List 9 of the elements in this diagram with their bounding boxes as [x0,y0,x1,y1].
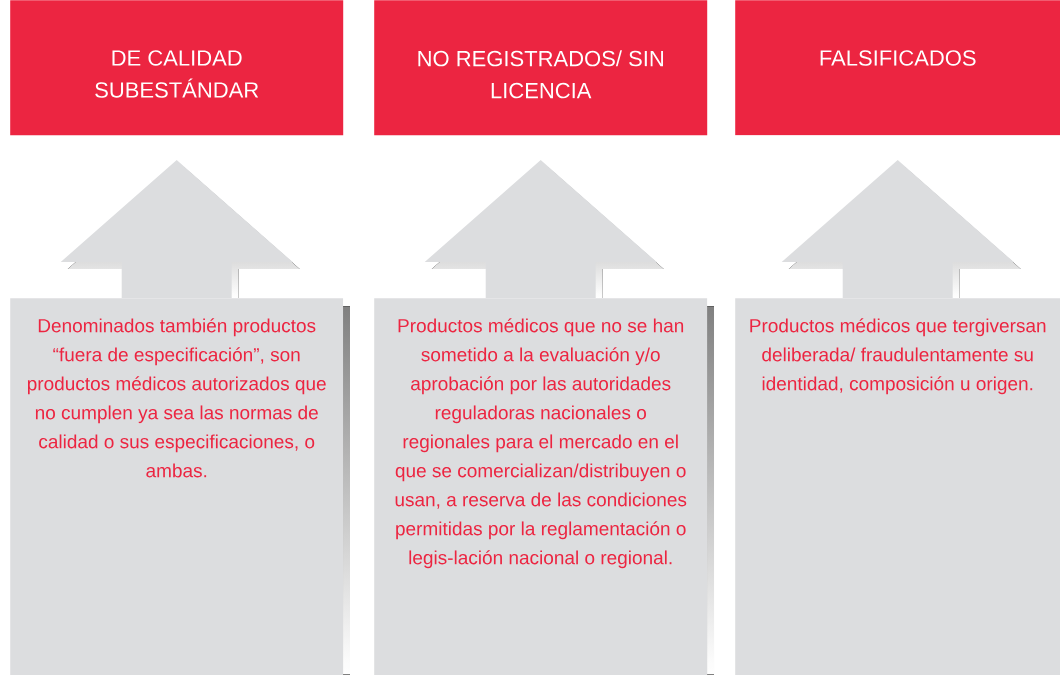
block-arrow [424,160,664,298]
text-box: Productos médicos que tergiversan deliberada/ fraudulentamente su identidad, composición u origen. [735,298,1060,675]
text-box: Denominados también productos “fuera de especificación”, son productos médicos autorizados que no cumplen ya sea las normas de calidad o sus especificaciones, o ambas. [10,298,344,675]
text-box: Productos médicos que no se han sometido a la evaluación y/o aprobación por las autoridades reguladoras nacionales o regionales para el mercado en el que se comercializan/distribuyen o usan, a reserva de las condiciones permitidas por la reglamentación o legis-lación nacional o regional. [374,298,708,675]
header-box: DE CALIDAD SUBESTÁNDAR [10,0,344,136]
header-box: NO REGISTRADOS/ SIN LICENCIA [374,0,708,136]
header-box: FALSIFICADOS [735,0,1060,136]
block-arrow [60,160,300,298]
block-arrow [781,160,1021,298]
